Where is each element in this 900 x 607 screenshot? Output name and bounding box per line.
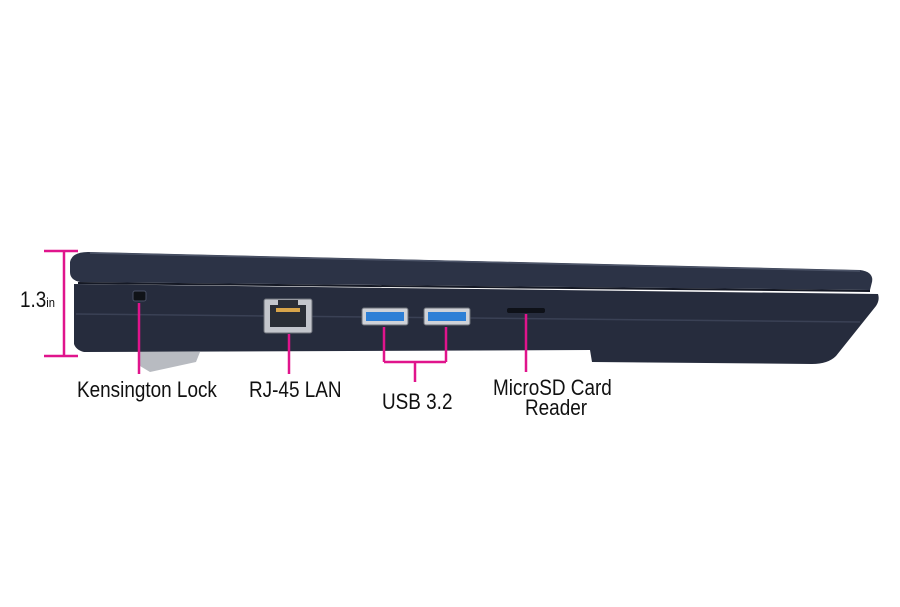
kensington-lock-label: Kensington Lock	[77, 377, 217, 402]
laptop-lid	[70, 252, 873, 290]
kensington-slot-icon	[132, 290, 147, 302]
height-value: 1.3	[20, 287, 47, 312]
usb-port-2-icon	[423, 307, 471, 326]
usb-label: USB 3.2	[382, 389, 453, 414]
lid-gap	[77, 282, 871, 292]
lid-top-highlight	[89, 252, 861, 272]
rj45-lan-label: RJ-45 LAN	[249, 377, 342, 402]
height-unit: in	[46, 295, 56, 310]
laptop-stand	[140, 352, 200, 372]
rj45-port-icon	[263, 298, 313, 334]
microsd-slot-icon	[507, 308, 545, 313]
microsd-label-line2: Reader	[525, 395, 588, 420]
annotation-lines	[44, 249, 528, 382]
usb-port-1-icon	[361, 307, 409, 326]
microsd-label-line1: MicroSD Card	[493, 375, 612, 400]
height-measurement: 1.3in	[20, 289, 55, 314]
